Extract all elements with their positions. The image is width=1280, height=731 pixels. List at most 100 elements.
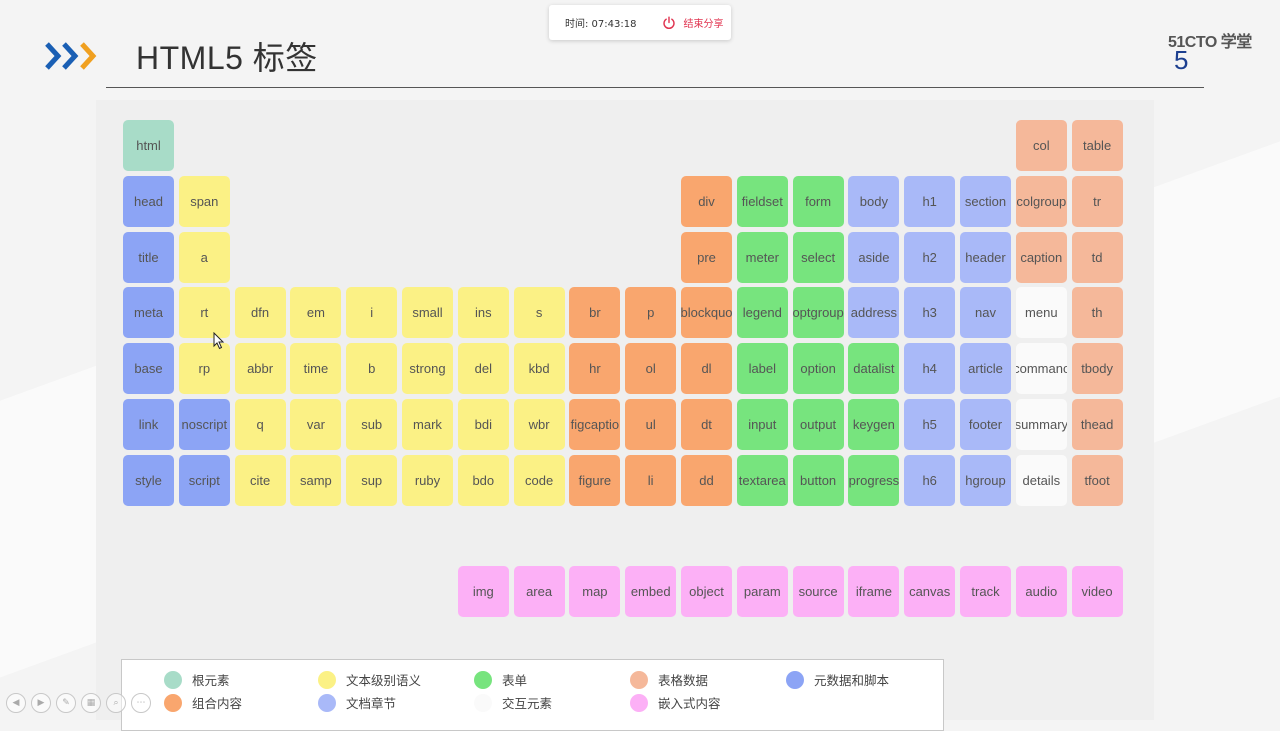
zoom-icon[interactable]: ⌕ [106,693,126,713]
tag-cell-figure[interactable]: figure [569,454,621,506]
tag-cell-img[interactable]: img [457,566,509,617]
tag-cell-ul[interactable]: ul [625,399,677,450]
tag-cell-h6[interactable]: h6 [904,454,956,506]
tag-cell-nav[interactable]: nav [960,287,1011,339]
tag-cell-bdi[interactable]: bdi [457,399,509,450]
tag-cell-dt[interactable]: dt [681,399,732,450]
tag-cell-hgroup[interactable]: hgroup [960,454,1011,506]
tag-cell-tr[interactable]: tr [1071,175,1123,227]
tag-cell-select[interactable]: select [792,231,844,283]
tag-cell-form[interactable]: form [792,175,844,227]
tag-cell-dfn[interactable]: dfn [234,287,286,339]
tag-cell-keygen[interactable]: keygen [848,399,900,450]
tag-cell-datalist[interactable]: datalist [848,343,900,395]
tag-cell-a[interactable]: a [178,231,230,283]
tag-cell-textarea[interactable]: textarea [736,454,788,506]
tag-cell-caption[interactable]: caption [1015,231,1067,283]
tag-cell-tbody[interactable]: tbody [1071,343,1123,395]
tag-cell-area[interactable]: area [513,566,565,617]
tag-cell-title[interactable]: title [123,231,174,283]
tag-cell-audio[interactable]: audio [1015,566,1067,617]
tag-cell-base[interactable]: base [123,343,174,395]
tag-cell-embed[interactable]: embed [625,566,677,617]
pages-icon[interactable]: ▦ [81,693,101,713]
tag-cell-thead[interactable]: thead [1071,399,1123,450]
tag-cell-time[interactable]: time [290,343,342,395]
tag-cell-tfoot[interactable]: tfoot [1071,454,1123,506]
tag-cell-q[interactable]: q [234,399,286,450]
stop-share-button[interactable]: 结束分享 [662,15,723,30]
tag-cell-label[interactable]: label [736,343,788,395]
tag-cell-figcaptio[interactable]: figcaptio [569,399,621,450]
tag-cell-table[interactable]: table [1071,120,1123,171]
tag-cell-sub[interactable]: sub [346,399,398,450]
tag-cell-li[interactable]: li [625,454,677,506]
pen-icon[interactable]: ✎ [56,693,76,713]
tag-cell-track[interactable]: track [960,566,1011,617]
tag-cell-ruby[interactable]: ruby [402,454,453,506]
tag-cell-meter[interactable]: meter [736,231,788,283]
tag-cell-address[interactable]: address [848,287,900,339]
tag-cell-kbd[interactable]: kbd [513,343,565,395]
tag-cell-option[interactable]: option [792,343,844,395]
next-icon[interactable]: ▶ [31,693,51,713]
tag-cell-colgroup[interactable]: colgroup [1015,175,1067,227]
tag-cell-body[interactable]: body [848,175,900,227]
tag-cell-rt[interactable]: rt [178,287,230,339]
tag-cell-canvas[interactable]: canvas [904,566,956,617]
tag-cell-abbr[interactable]: abbr [234,343,286,395]
tag-cell-del[interactable]: del [457,343,509,395]
tag-cell-small[interactable]: small [402,287,453,339]
tag-cell-th[interactable]: th [1071,287,1123,339]
tag-cell-header[interactable]: header [960,231,1011,283]
tag-cell-hr[interactable]: hr [569,343,621,395]
tag-cell-p[interactable]: p [625,287,677,339]
tag-cell-summary[interactable]: summary [1015,399,1067,450]
tag-cell-var[interactable]: var [290,399,342,450]
tag-cell-footer[interactable]: footer [960,399,1011,450]
tag-cell-h4[interactable]: h4 [904,343,956,395]
tag-cell-samp[interactable]: samp [290,454,342,506]
tag-cell-commanc[interactable]: commanc [1015,343,1067,395]
tag-cell-pre[interactable]: pre [681,231,732,283]
tag-cell-fieldset[interactable]: fieldset [736,175,788,227]
tag-cell-td[interactable]: td [1071,231,1123,283]
tag-cell-div[interactable]: div [681,175,732,227]
tag-cell-style[interactable]: style [123,454,174,506]
tag-cell-output[interactable]: output [792,399,844,450]
tag-cell-source[interactable]: source [792,566,844,617]
tag-cell-i[interactable]: i [346,287,398,339]
tag-cell-rp[interactable]: rp [178,343,230,395]
tag-cell-bdo[interactable]: bdo [457,454,509,506]
tag-cell-ins[interactable]: ins [457,287,509,339]
tag-cell-span[interactable]: span [178,175,230,227]
tag-cell-object[interactable]: object [681,566,732,617]
tag-cell-dl[interactable]: dl [681,343,732,395]
tag-cell-s[interactable]: s [513,287,565,339]
tag-cell-article[interactable]: article [960,343,1011,395]
more-icon[interactable]: ⋯ [131,693,151,713]
tag-cell-map[interactable]: map [569,566,621,617]
tag-cell-button[interactable]: button [792,454,844,506]
tag-cell-b[interactable]: b [346,343,398,395]
tag-cell-ol[interactable]: ol [625,343,677,395]
tag-cell-optgroup[interactable]: optgroup [792,287,844,339]
tag-cell-html[interactable]: html [123,120,174,171]
tag-cell-dd[interactable]: dd [681,454,732,506]
tag-cell-details[interactable]: details [1015,454,1067,506]
tag-cell-iframe[interactable]: iframe [848,566,900,617]
tag-cell-progress[interactable]: progress [848,454,900,506]
tag-cell-blockquo[interactable]: blockquo [681,287,732,339]
tag-cell-legend[interactable]: legend [736,287,788,339]
tag-cell-param[interactable]: param [736,566,788,617]
tag-cell-code[interactable]: code [513,454,565,506]
tag-cell-h2[interactable]: h2 [904,231,956,283]
tag-cell-menu[interactable]: menu [1015,287,1067,339]
tag-cell-head[interactable]: head [123,175,174,227]
tag-cell-link[interactable]: link [123,399,174,450]
tag-cell-sup[interactable]: sup [346,454,398,506]
tag-cell-video[interactable]: video [1071,566,1123,617]
tag-cell-wbr[interactable]: wbr [513,399,565,450]
tag-cell-section[interactable]: section [960,175,1011,227]
tag-cell-strong[interactable]: strong [402,343,453,395]
